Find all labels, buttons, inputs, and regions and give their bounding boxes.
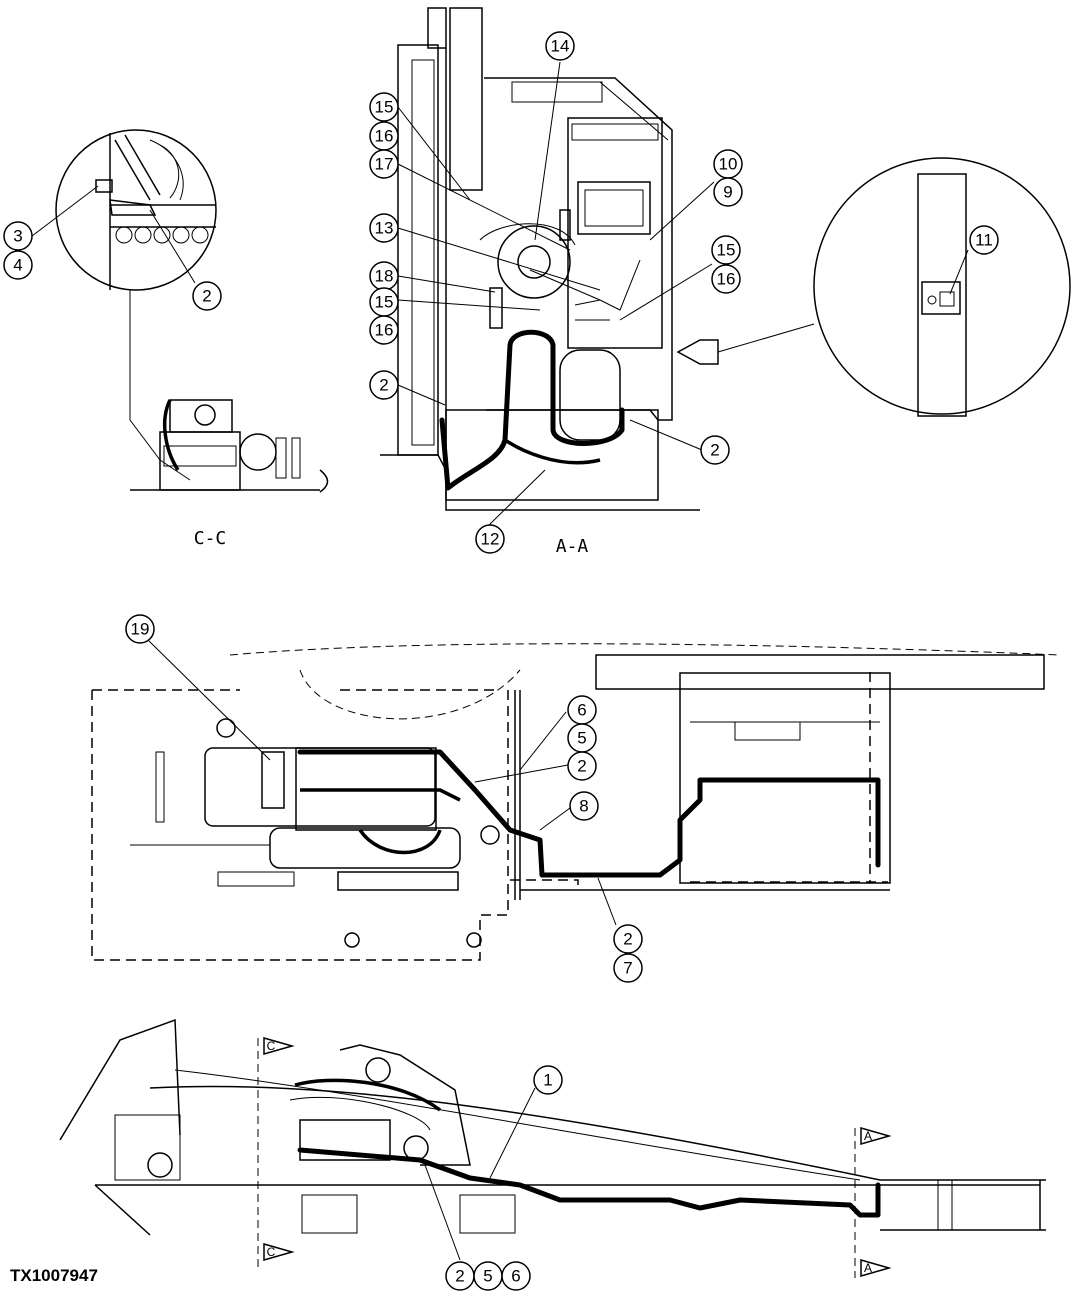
callout-1: 1 [533,1065,563,1095]
svg-text:7: 7 [623,959,632,978]
svg-text:6: 6 [511,1267,520,1286]
svg-text:5: 5 [577,729,586,748]
plan-view [91,643,1061,961]
callout-16-c: 16 [711,264,741,294]
detail-c-c-contents [95,133,216,290]
svg-text:1: 1 [543,1071,552,1090]
callout-18: 18 [369,261,399,291]
detail-circle-c-c [55,129,217,291]
callout-10: 10 [713,149,743,179]
section-marker-a-top: A [860,1127,892,1145]
view-label-c-c: C-C [194,528,227,549]
callout-15-b: 15 [369,287,399,317]
callout-12: 12 [475,524,505,554]
figure-id: TX1007947 [10,1266,98,1285]
svg-text:18: 18 [375,267,394,286]
view-a-a: A-A [380,7,719,557]
svg-text:2: 2 [455,1267,464,1286]
svg-text:A: A [864,1129,872,1143]
svg-text:3: 3 [13,227,22,246]
section-marker-a-bottom: A [860,1259,892,1277]
svg-text:2: 2 [623,930,632,949]
callout-6-side: 6 [501,1261,531,1291]
callout-2-side: 2 [445,1261,475,1291]
svg-text:C: C [267,1039,276,1053]
svg-text:5: 5 [483,1267,492,1286]
callout-2-c-c: 2 [192,281,222,311]
svg-text:6: 6 [577,701,586,720]
section-marker-c-bottom: C [263,1243,295,1261]
view-c-c: C-C [55,129,329,549]
svg-text:16: 16 [375,127,394,146]
svg-text:15: 15 [375,293,394,312]
svg-text:15: 15 [717,241,736,260]
svg-text:19: 19 [131,620,150,639]
svg-text:2: 2 [710,441,719,460]
callout-2-a-left: 2 [369,370,399,400]
section-marker-c-top: C [263,1037,295,1055]
svg-text:17: 17 [375,155,394,174]
leader-lines [31,61,969,1261]
svg-text:15: 15 [375,98,394,117]
callout-19: 19 [125,614,155,644]
detail-circle-11 [813,157,1071,415]
harness-a-a [439,329,625,491]
svg-text:A: A [864,1261,872,1275]
callout-17: 17 [369,149,399,179]
svg-text:2: 2 [202,287,211,306]
callout-5-plan: 5 [567,723,597,753]
harness-side [297,1147,881,1218]
svg-text:2: 2 [577,757,586,776]
callout-6-plan: 6 [567,695,597,725]
svg-text:13: 13 [375,219,394,238]
svg-text:C: C [267,1245,276,1259]
side-view [59,1018,1046,1278]
view-label-a-a: A-A [556,536,589,557]
callout-2-plan-lower: 2 [613,924,643,954]
callout-16-a: 16 [369,121,399,151]
svg-text:9: 9 [723,183,732,202]
callout-9: 9 [713,177,743,207]
callout-15-a: 15 [369,92,399,122]
svg-text:16: 16 [717,270,736,289]
svg-text:16: 16 [375,321,394,340]
callout-13: 13 [369,213,399,243]
callout-3: 3 [3,221,33,251]
callout-4: 4 [3,250,33,280]
callout-16-b: 16 [369,315,399,345]
svg-text:11: 11 [975,231,993,250]
callout-2-a-right: 2 [700,435,730,465]
svg-text:4: 4 [13,256,22,275]
callout-7: 7 [613,953,643,983]
svg-text:10: 10 [719,155,738,174]
c-c-machine-body [130,399,329,493]
callout-8: 8 [569,791,599,821]
svg-text:14: 14 [551,37,570,56]
svg-text:2: 2 [379,376,388,395]
svg-text:12: 12 [481,530,500,549]
callout-14: 14 [545,31,575,61]
callout-5-side: 5 [473,1261,503,1291]
svg-text:8: 8 [579,797,588,816]
callout-2-plan: 2 [567,751,597,781]
callout-11: 11 [969,225,999,255]
callout-15-c: 15 [711,235,741,265]
harness-plan [297,749,881,878]
detail-11 [717,157,1071,417]
